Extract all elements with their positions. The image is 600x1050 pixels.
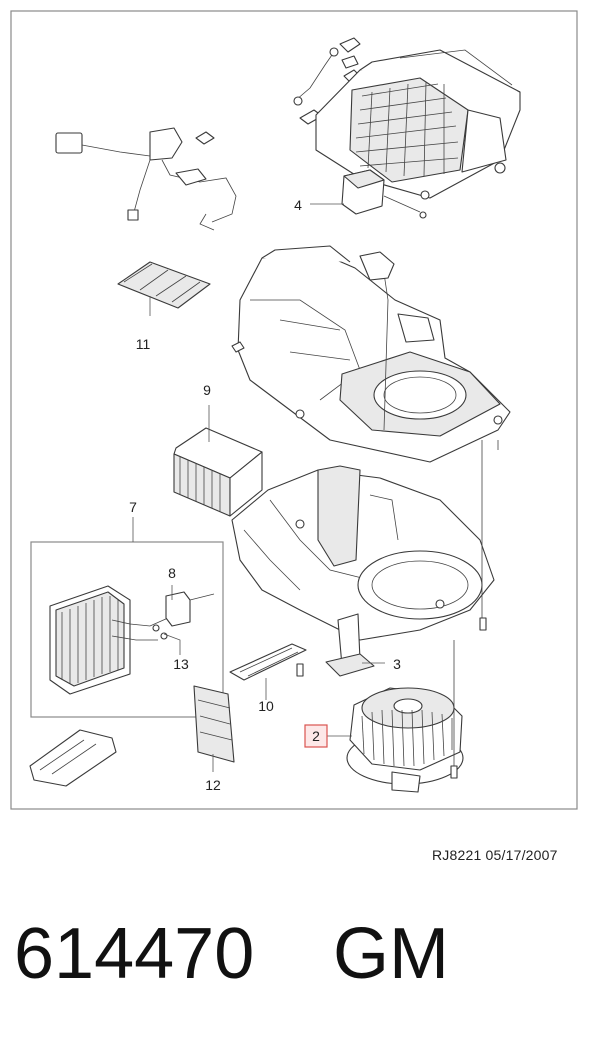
blower-lower-case-part	[231, 440, 499, 641]
duct-part	[29, 729, 117, 787]
brand-name: GM	[333, 914, 449, 994]
diagram-frame	[10, 10, 578, 810]
blower-bracket-part	[325, 613, 375, 677]
callout-2-highlight[interactable]: 2	[304, 724, 328, 748]
callout-12[interactable]: 12	[205, 777, 221, 793]
callout-9[interactable]: 9	[203, 382, 211, 398]
callout-7[interactable]: 7	[129, 499, 137, 515]
seal-strip-part	[229, 643, 307, 681]
part-number: 614470	[14, 914, 255, 994]
evaporator-kit-box	[30, 541, 224, 718]
actuator-part	[341, 169, 427, 219]
air-filter-part	[173, 427, 263, 517]
insulation-pad-part	[193, 685, 235, 763]
callout-4[interactable]: 4	[294, 197, 302, 213]
blower-upper-case-part	[231, 245, 511, 463]
leader-lines	[132, 203, 385, 772]
callout-2[interactable]: 2	[312, 728, 320, 744]
upper-housing-part	[315, 49, 521, 200]
foam-pad-part	[117, 261, 211, 309]
callout-11[interactable]: 11	[136, 336, 151, 352]
callout-10[interactable]: 10	[258, 698, 274, 714]
callout-13[interactable]: 13	[173, 656, 189, 672]
blower-motor-part	[346, 640, 464, 793]
callout-2-box[interactable]	[304, 724, 328, 748]
drawing-reference: RJ8221 05/17/2007	[432, 847, 558, 863]
callout-3[interactable]: 3	[393, 656, 401, 672]
door-linkage-part	[293, 37, 361, 125]
callout-8[interactable]: 8	[168, 565, 176, 581]
wiring-harness-part	[55, 127, 237, 231]
